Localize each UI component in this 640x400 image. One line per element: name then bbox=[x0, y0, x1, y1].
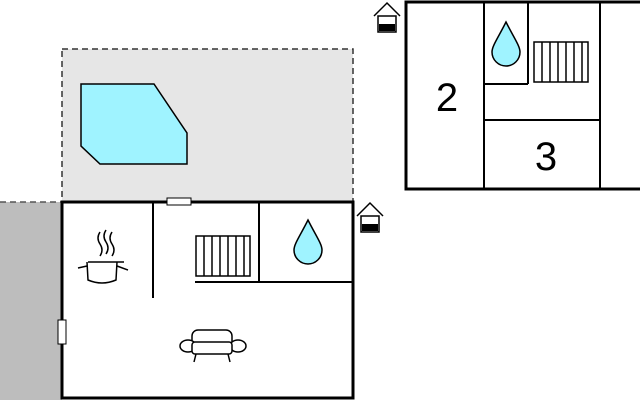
water-drop-icon bbox=[293, 218, 323, 265]
room-number-2: 2 bbox=[436, 76, 458, 120]
door-icon[interactable] bbox=[57, 319, 67, 345]
sofa-icon bbox=[179, 329, 247, 363]
house-entrance-icon bbox=[356, 201, 384, 233]
adjacent-area bbox=[0, 202, 62, 400]
house-entrance-icon bbox=[373, 1, 401, 33]
radiator-icon bbox=[195, 235, 251, 277]
radiator-icon bbox=[533, 41, 589, 83]
pool-icon bbox=[80, 83, 188, 165]
water-drop-icon bbox=[491, 20, 521, 67]
room-number-3: 3 bbox=[535, 135, 557, 179]
cooking-pot-icon bbox=[77, 229, 129, 284]
door-icon[interactable] bbox=[166, 197, 192, 206]
